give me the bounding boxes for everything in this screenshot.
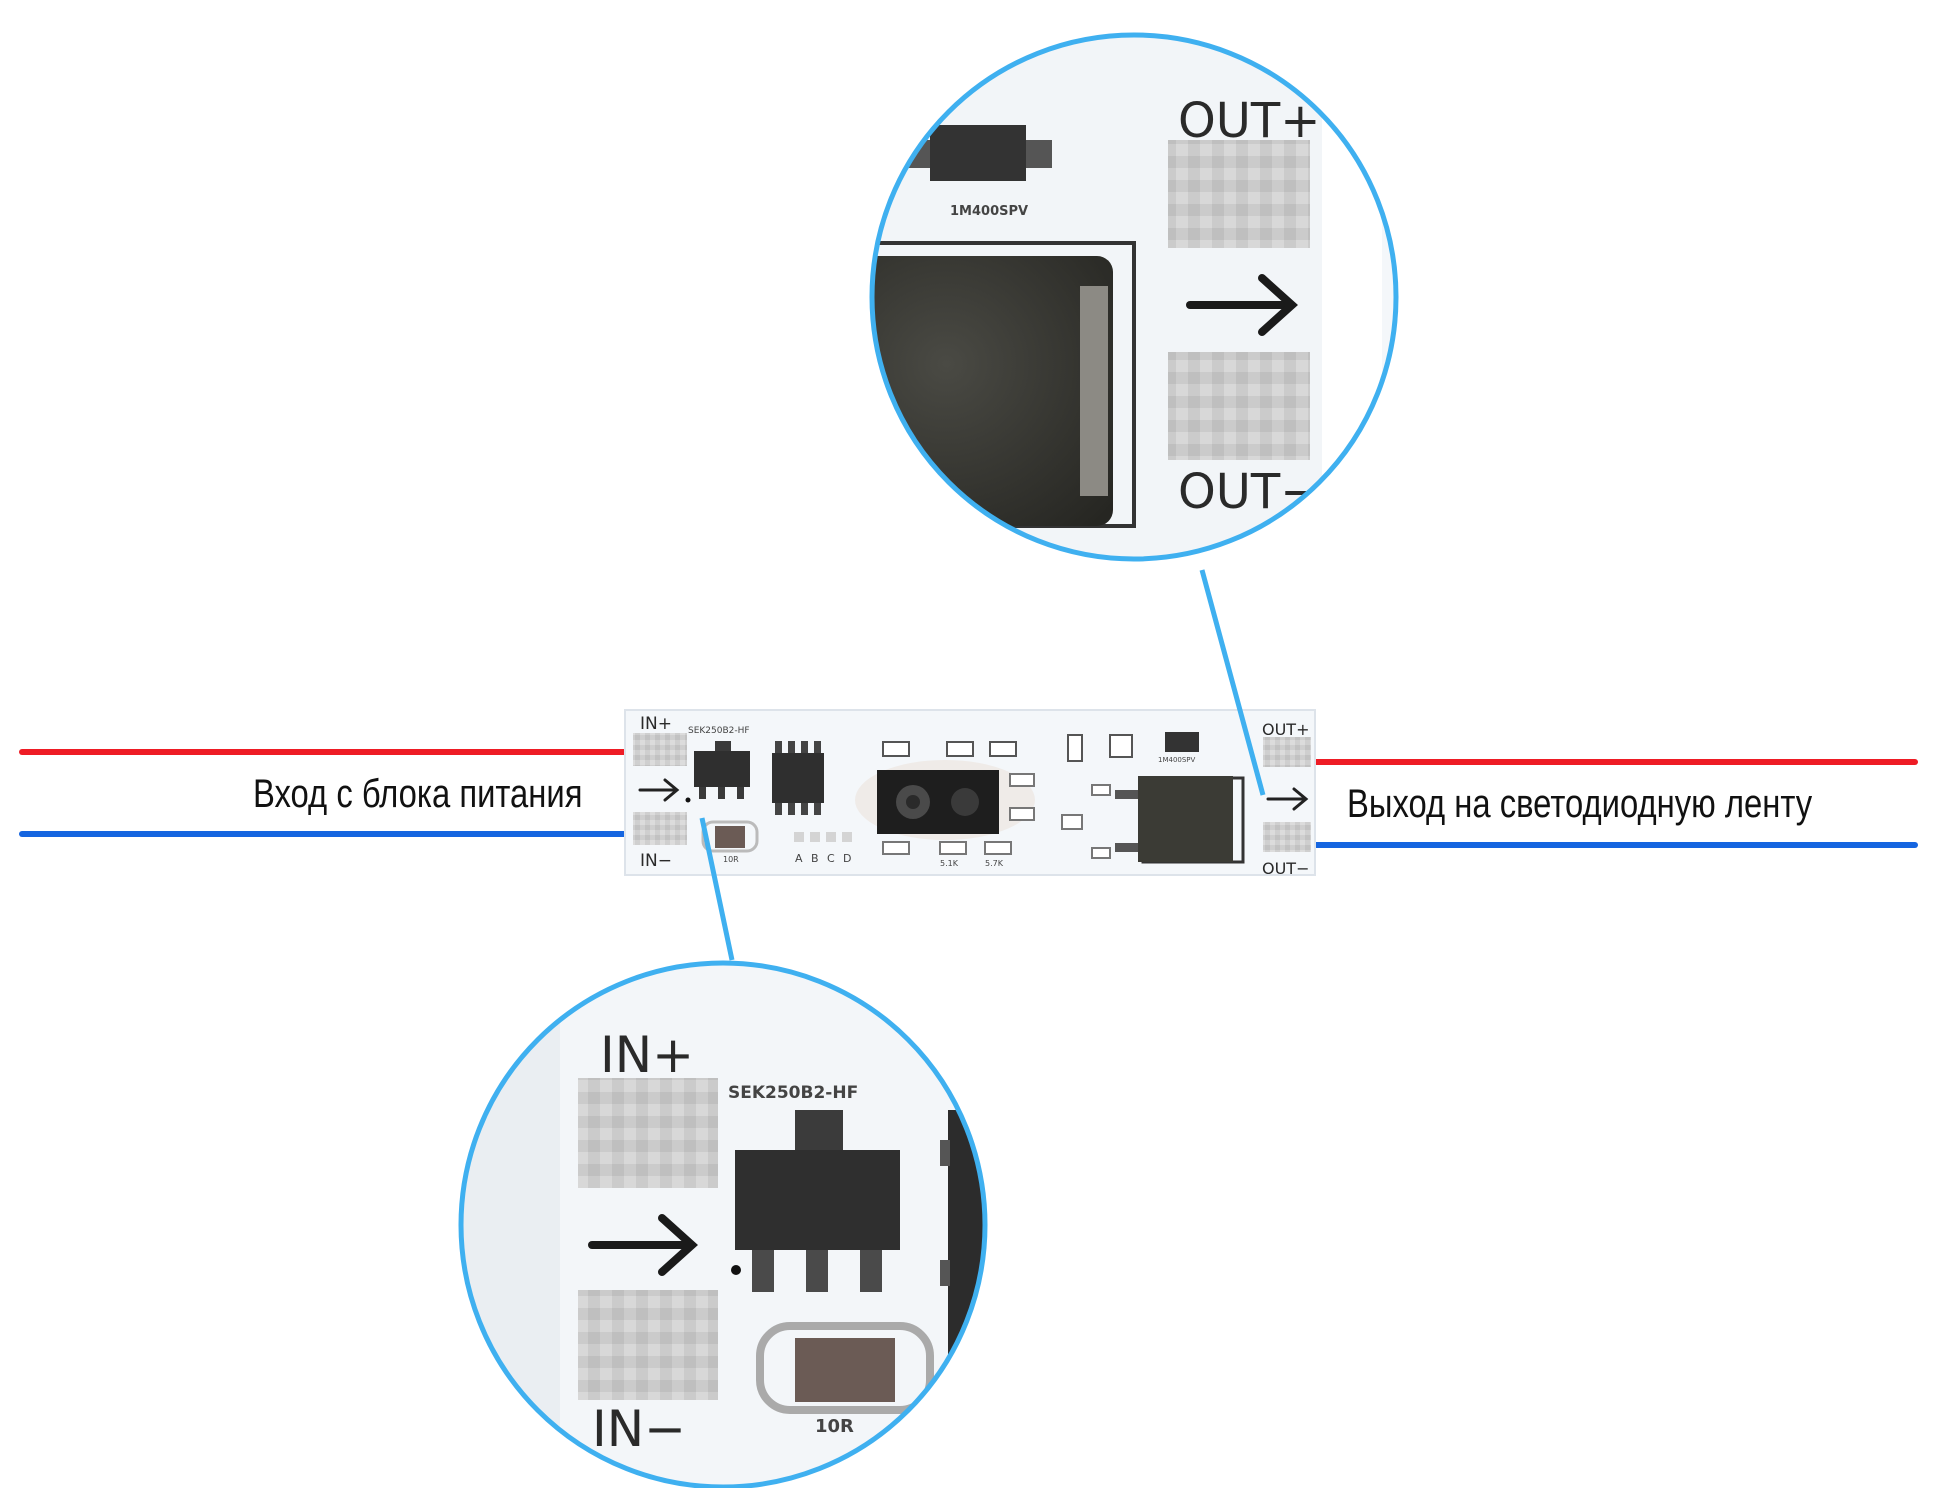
input-capacitor (715, 826, 745, 848)
svg-text:D: D (843, 852, 851, 865)
in-plus-label-zoom: IN+ (600, 1026, 694, 1084)
in-minus-pad (633, 812, 687, 845)
svg-text:10R: 10R (815, 1416, 854, 1437)
jumper-pads: A B C D (794, 832, 852, 865)
svg-text:C: C (827, 852, 835, 865)
in-plus-pad (633, 733, 687, 766)
svg-text:10R: 10R (723, 855, 739, 864)
capacitor-zoom (795, 1338, 895, 1402)
out-minus-pad-zoom (1168, 352, 1310, 460)
diode-chip (930, 125, 1026, 181)
out-minus-label-zoom: OUT− (1178, 464, 1320, 520)
led-sensor-board: IN+ IN− SEK250B2-HF 10R (624, 709, 1316, 878)
svg-text:1M400SPV: 1M400SPV (1158, 756, 1196, 764)
arrow-right-icon (588, 1214, 698, 1276)
arrow-right-icon (638, 778, 680, 802)
in-minus-label-zoom: IN− (592, 1400, 686, 1458)
regulator-zoom (735, 1150, 900, 1250)
out-plus-pad-zoom (1168, 140, 1310, 248)
regulator-marking: SEK250B2-HF (688, 726, 750, 736)
bottom-callout-connector (699, 817, 735, 961)
svg-text:1M400SPV: 1M400SPV (950, 204, 1028, 219)
out-minus-label: OUT− (1262, 859, 1309, 878)
input-zoom-callout: IN+ IN− SEK250B2-HF 10R (458, 960, 988, 1488)
regulator-marking-zoom: SEK250B2-HF (728, 1083, 858, 1103)
soic-chip (772, 741, 824, 815)
regulator-chip (694, 751, 750, 787)
output-zoom-callout: 1M400SPV OUT+ OUT− (869, 32, 1399, 562)
arrow-right-icon (1186, 274, 1298, 336)
in-minus-pad-zoom (578, 1290, 718, 1400)
input-label: Вход с блока питания (253, 772, 583, 816)
svg-text:5.7K: 5.7K (985, 859, 1004, 868)
arrow-right-icon (1266, 787, 1309, 811)
top-callout-connector (1199, 569, 1266, 796)
out-plus-label-zoom: OUT+ (1178, 93, 1320, 149)
out-plus-pad (1263, 737, 1311, 767)
svg-text:5.1K: 5.1K (940, 859, 959, 868)
in-minus-label: IN− (640, 851, 672, 871)
in-plus-label: IN+ (640, 714, 672, 734)
svg-text:B: B (811, 852, 819, 865)
mosfet-chip (1115, 776, 1245, 864)
mosfet-zoom (872, 256, 1113, 526)
svg-text:A: A (795, 852, 803, 865)
ir-sensor (855, 760, 1035, 840)
output-label: Выход на светодиодную ленту (1347, 782, 1813, 826)
out-plus-label: OUT+ (1262, 720, 1309, 739)
in-plus-pad-zoom (578, 1078, 718, 1188)
out-minus-pad (1263, 822, 1311, 852)
